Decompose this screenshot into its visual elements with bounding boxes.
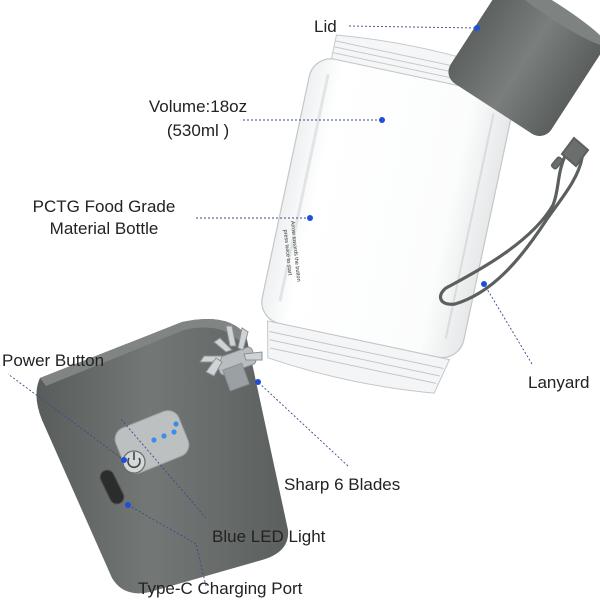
label-power-button: Power Button	[2, 351, 105, 370]
label-charging-port: Type-C Charging Port	[138, 579, 303, 598]
bottle: Arrow towards the button press twice to …	[261, 34, 512, 394]
power-button[interactable]	[122, 450, 146, 474]
bottle-dot	[307, 215, 313, 221]
led-4	[173, 421, 179, 427]
callout-lines	[7, 25, 533, 587]
base-rim	[40, 318, 246, 386]
lid-top-rim	[505, 0, 600, 46]
led-1	[151, 437, 157, 443]
label-volume-line2: (530ml )	[166, 121, 230, 140]
led-3	[171, 429, 177, 435]
label-bottle-line2: Material Bottle	[49, 219, 159, 238]
led-2	[161, 433, 167, 439]
lanyard-strap	[438, 136, 590, 306]
type-c-port	[99, 469, 125, 505]
lid	[448, 0, 600, 136]
led-indicators	[151, 421, 179, 443]
bottle-body	[261, 58, 512, 359]
bottle-shadow-line	[444, 113, 495, 339]
port-dot	[125, 502, 131, 508]
lanyard-leader	[483, 283, 533, 365]
power-leader	[7, 373, 125, 461]
label-led: Blue LED Light	[212, 527, 326, 546]
label-blades: Sharp 6 Blades	[284, 475, 401, 494]
motor-base	[36, 318, 289, 594]
lanyard-dot	[481, 281, 487, 287]
bottle-print-line2: press twice to start	[282, 229, 293, 276]
port-leader-b	[195, 543, 207, 587]
label-volume-line1: Volume:18oz	[148, 97, 248, 116]
port-leader-a	[127, 504, 197, 545]
blades-leader	[257, 381, 349, 467]
power-dot	[121, 457, 127, 463]
lid-dot	[474, 25, 480, 31]
blades-dot	[255, 379, 261, 385]
bottle-bottom-threads	[267, 320, 451, 394]
label-lanyard: Lanyard	[528, 373, 590, 392]
label-bottle-line1: PCTG Food Grade	[32, 197, 176, 216]
callout-dots	[121, 25, 487, 508]
bottle-highlight	[278, 73, 330, 302]
power-icon	[127, 457, 141, 469]
volume-dot	[379, 117, 385, 123]
blades	[199, 325, 263, 392]
led-leader	[119, 417, 207, 519]
lid-leader	[348, 25, 478, 29]
label-lid: Lid	[314, 17, 337, 36]
